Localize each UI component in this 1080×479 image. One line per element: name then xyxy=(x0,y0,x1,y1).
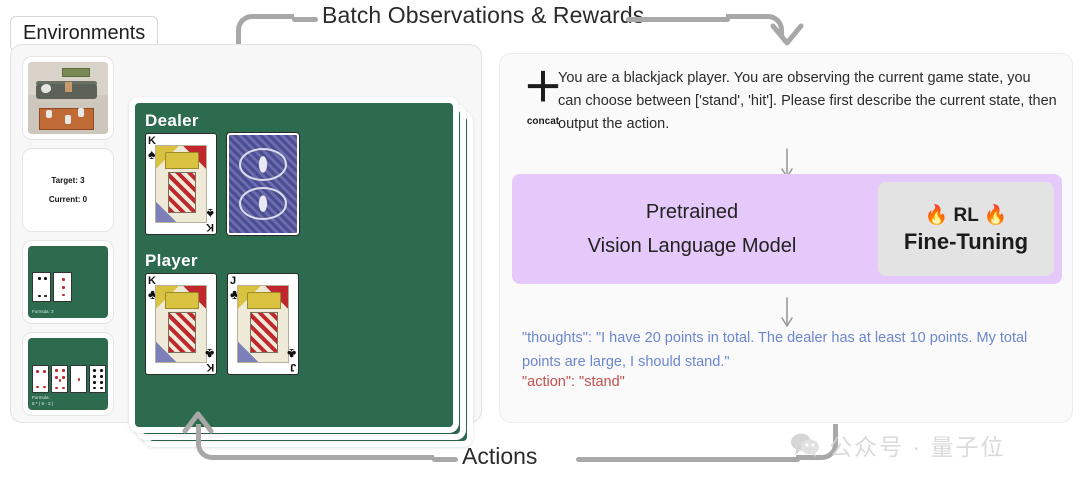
banner-line-right-icon xyxy=(626,17,730,22)
actions-title: Actions xyxy=(462,443,538,469)
actions-line-right-icon xyxy=(576,457,800,462)
arrow-down-icon xyxy=(781,297,793,327)
watermark: 公众号 · 量子位 xyxy=(790,428,1005,462)
player-card-king-clubs: K ♣ K ♣ xyxy=(145,273,217,375)
arrow-up-icon xyxy=(182,411,214,434)
concat-label: concat xyxy=(526,116,560,127)
concat-operator: ＋ concat xyxy=(516,66,570,127)
player-card-jack-clubs: J ♣ J ♣ xyxy=(227,273,299,375)
blackjack-table-stack[interactable]: Dealer K ♠ K ♠ xyxy=(129,97,481,457)
watermark-text: 公众号 · 量子位 xyxy=(829,434,1006,460)
table-sheet-front[interactable]: Dealer K ♠ K ♠ xyxy=(129,97,459,433)
thumbnail-two-card-formula[interactable]: Formula: 3 xyxy=(22,240,114,324)
thumbnail-room-scene[interactable] xyxy=(22,56,114,140)
rl-label: 🔥 RL 🔥 xyxy=(924,205,1008,226)
output-thoughts: "thoughts": "I have 20 points in total. … xyxy=(522,330,1028,370)
output-action: "action": "stand" xyxy=(522,374,625,390)
dealer-card-king-spades: K ♠ K ♠ xyxy=(145,133,217,235)
arrow-down-icon xyxy=(770,23,804,46)
banner-title: Batch Observations & Rewards xyxy=(322,2,645,28)
dealer-label: Dealer xyxy=(145,111,199,130)
formula-caption-line1: Formula: xyxy=(32,395,50,401)
formula-caption-line2: 8 * ( 9 - 3 ) xyxy=(32,401,54,407)
card-rank: K xyxy=(148,275,156,287)
banner-elbow-right-icon xyxy=(726,14,784,36)
club-icon: ♣ xyxy=(286,346,296,362)
dealer-card-face-down xyxy=(227,133,299,235)
thumbnail-target-counter[interactable]: Target: 3 Current: 0 xyxy=(22,148,114,232)
club-icon: ♣ xyxy=(148,286,158,302)
banner-line-left-icon xyxy=(292,17,318,22)
environments-panel: Target: 3 Current: 0 xyxy=(10,44,482,447)
court-face-art xyxy=(237,285,289,363)
formula-caption: Formula: 3 xyxy=(32,309,54,315)
plus-icon: ＋ xyxy=(523,66,563,110)
court-face-art xyxy=(155,145,207,223)
model-line-2: Vision Language Model xyxy=(587,235,797,257)
card-rank: K xyxy=(206,221,214,233)
banner-elbow-left-icon xyxy=(236,14,294,50)
target-label: Target: 3 xyxy=(51,176,85,185)
actions-elbow-left-icon xyxy=(196,424,434,460)
prompt-text: You are a blackjack player. You are obse… xyxy=(558,70,1057,132)
spade-icon: ♠ xyxy=(148,146,156,162)
spade-icon: ♠ xyxy=(206,206,214,222)
player-label: Player xyxy=(145,251,198,270)
model-line-1: Pretrained xyxy=(645,201,739,223)
model-pipeline-panel: ＋ concat You are a blackjack player. You… xyxy=(499,53,1073,423)
wechat-icon xyxy=(791,433,819,457)
card-rank: K xyxy=(148,135,156,147)
actions-elbow-right-icon xyxy=(796,424,838,460)
thumbnail-four-card-formula[interactable]: Formula: 8 * ( 9 - 3 ) xyxy=(22,332,114,416)
rl-finetuning-box: 🔥 RL 🔥 Fine-Tuning xyxy=(878,182,1054,276)
room-scene-icon xyxy=(28,62,108,134)
card-rank: K xyxy=(206,361,214,373)
club-icon: ♣ xyxy=(230,286,240,302)
model-box: Pretrained Vision Language Model 🔥 RL 🔥 … xyxy=(512,174,1062,284)
current-label: Current: 0 xyxy=(48,195,88,204)
court-face-art xyxy=(155,285,207,363)
environment-thumbnail-list: Target: 3 Current: 0 xyxy=(22,56,114,416)
actions-line-left-icon xyxy=(432,457,458,462)
card-rank: J xyxy=(289,361,296,373)
card-rank: J xyxy=(230,275,237,287)
club-icon: ♣ xyxy=(204,346,214,362)
fine-tuning-label: Fine-Tuning xyxy=(903,229,1029,254)
